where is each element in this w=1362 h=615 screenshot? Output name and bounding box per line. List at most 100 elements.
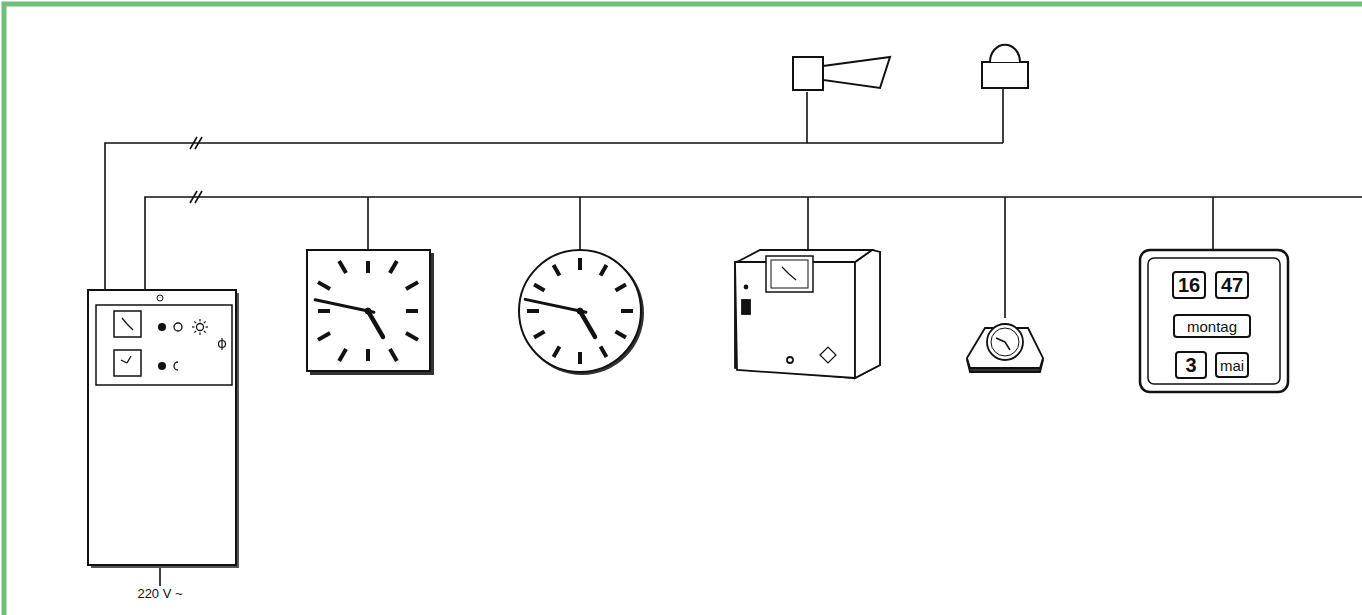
master-clock bbox=[199, 333, 200, 336]
date-tile: 16 bbox=[1172, 271, 1206, 299]
round-clock bbox=[554, 347, 560, 357]
round-clock bbox=[616, 332, 626, 338]
bell-symbol bbox=[982, 45, 1028, 88]
tile-text: montag bbox=[1187, 319, 1237, 334]
round-clock bbox=[525, 299, 595, 337]
time-recorder bbox=[820, 347, 836, 363]
square-clock bbox=[406, 282, 418, 289]
master-clock bbox=[158, 362, 166, 370]
master-clock bbox=[204, 331, 206, 333]
round-clock bbox=[527, 258, 633, 364]
master-clock bbox=[88, 290, 236, 565]
horn-symbol bbox=[793, 57, 823, 90]
round-clock bbox=[520, 251, 644, 375]
master-clock bbox=[114, 311, 141, 337]
square-clock bbox=[318, 333, 330, 340]
round-clock bbox=[534, 332, 544, 338]
master-clock bbox=[157, 295, 163, 301]
square-clock bbox=[339, 261, 346, 273]
master-clock bbox=[96, 305, 232, 385]
round-clock bbox=[601, 347, 607, 357]
square-clock bbox=[366, 349, 370, 361]
master-clock bbox=[194, 331, 196, 333]
square-clock bbox=[307, 250, 430, 371]
master-clock bbox=[127, 356, 131, 363]
master-clock bbox=[192, 319, 208, 335]
round-clock bbox=[527, 309, 539, 313]
square-clock bbox=[406, 309, 418, 313]
desk-clock bbox=[967, 328, 1043, 368]
master-clock bbox=[206, 326, 209, 327]
master-clock bbox=[194, 321, 196, 323]
round-clock bbox=[578, 258, 582, 270]
round-clock bbox=[578, 352, 582, 364]
master-clock bbox=[122, 318, 127, 324]
flip-clock bbox=[1148, 258, 1280, 384]
square-clock bbox=[318, 309, 330, 313]
frame bbox=[4, 4, 1362, 615]
desk-clock bbox=[996, 338, 1005, 342]
wires bbox=[367, 197, 369, 250]
master-clock bbox=[199, 319, 200, 322]
time-recorder bbox=[742, 300, 750, 314]
time-recorder bbox=[735, 262, 855, 378]
desk-clock bbox=[1005, 342, 1010, 350]
master-clock bbox=[197, 324, 204, 331]
wires bbox=[1002, 88, 1004, 143]
bell-symbol bbox=[990, 45, 1020, 62]
master-clock bbox=[127, 324, 133, 330]
master-clock bbox=[221, 338, 222, 350]
round-clock bbox=[519, 250, 641, 372]
desk-clock bbox=[991, 328, 1019, 356]
wires bbox=[159, 565, 161, 586]
master-clock bbox=[192, 326, 195, 327]
square-clock bbox=[368, 311, 383, 337]
round-clock bbox=[616, 285, 626, 291]
time-recorder bbox=[735, 250, 880, 378]
round-clock bbox=[554, 265, 560, 275]
time-recorder bbox=[735, 250, 880, 378]
square-clock bbox=[339, 349, 346, 361]
tile-text: mai bbox=[1220, 358, 1244, 373]
master-clock bbox=[174, 362, 178, 370]
wires bbox=[807, 197, 809, 250]
tile-text: 3 bbox=[1185, 355, 1196, 375]
round-clock bbox=[601, 265, 607, 275]
flip-clock bbox=[1140, 250, 1288, 392]
tile-text: 16 bbox=[1178, 275, 1200, 295]
round-clock bbox=[621, 309, 633, 313]
flip-clock bbox=[1140, 250, 1288, 392]
wires bbox=[1212, 197, 1214, 252]
time-recorder bbox=[789, 274, 796, 280]
time-recorder bbox=[855, 250, 880, 378]
horn-symbol bbox=[793, 57, 890, 90]
date-tile: 47 bbox=[1215, 271, 1249, 299]
square-clock bbox=[390, 261, 397, 273]
square-clock bbox=[307, 250, 434, 375]
wires bbox=[195, 191, 202, 203]
horn-symbol bbox=[823, 57, 890, 88]
time-recorder bbox=[782, 267, 789, 274]
master-clock bbox=[121, 318, 133, 363]
time-recorder bbox=[771, 260, 808, 288]
wires bbox=[806, 92, 808, 143]
wires bbox=[579, 197, 581, 250]
wires bbox=[195, 137, 202, 149]
master-clock bbox=[158, 323, 166, 331]
square-clock bbox=[390, 349, 397, 361]
round-clock bbox=[519, 250, 644, 375]
wires bbox=[105, 88, 1362, 586]
square-clock bbox=[315, 300, 383, 337]
master-clock bbox=[114, 350, 141, 376]
master-clock bbox=[121, 360, 127, 363]
square-clock bbox=[366, 261, 370, 273]
desk-clock bbox=[967, 324, 1043, 372]
bell-symbol bbox=[982, 62, 1028, 88]
date-tile: montag bbox=[1173, 314, 1251, 338]
round-clock bbox=[577, 308, 583, 314]
master-clock bbox=[88, 290, 239, 568]
time-recorder bbox=[745, 286, 748, 289]
master-clock bbox=[204, 321, 206, 323]
